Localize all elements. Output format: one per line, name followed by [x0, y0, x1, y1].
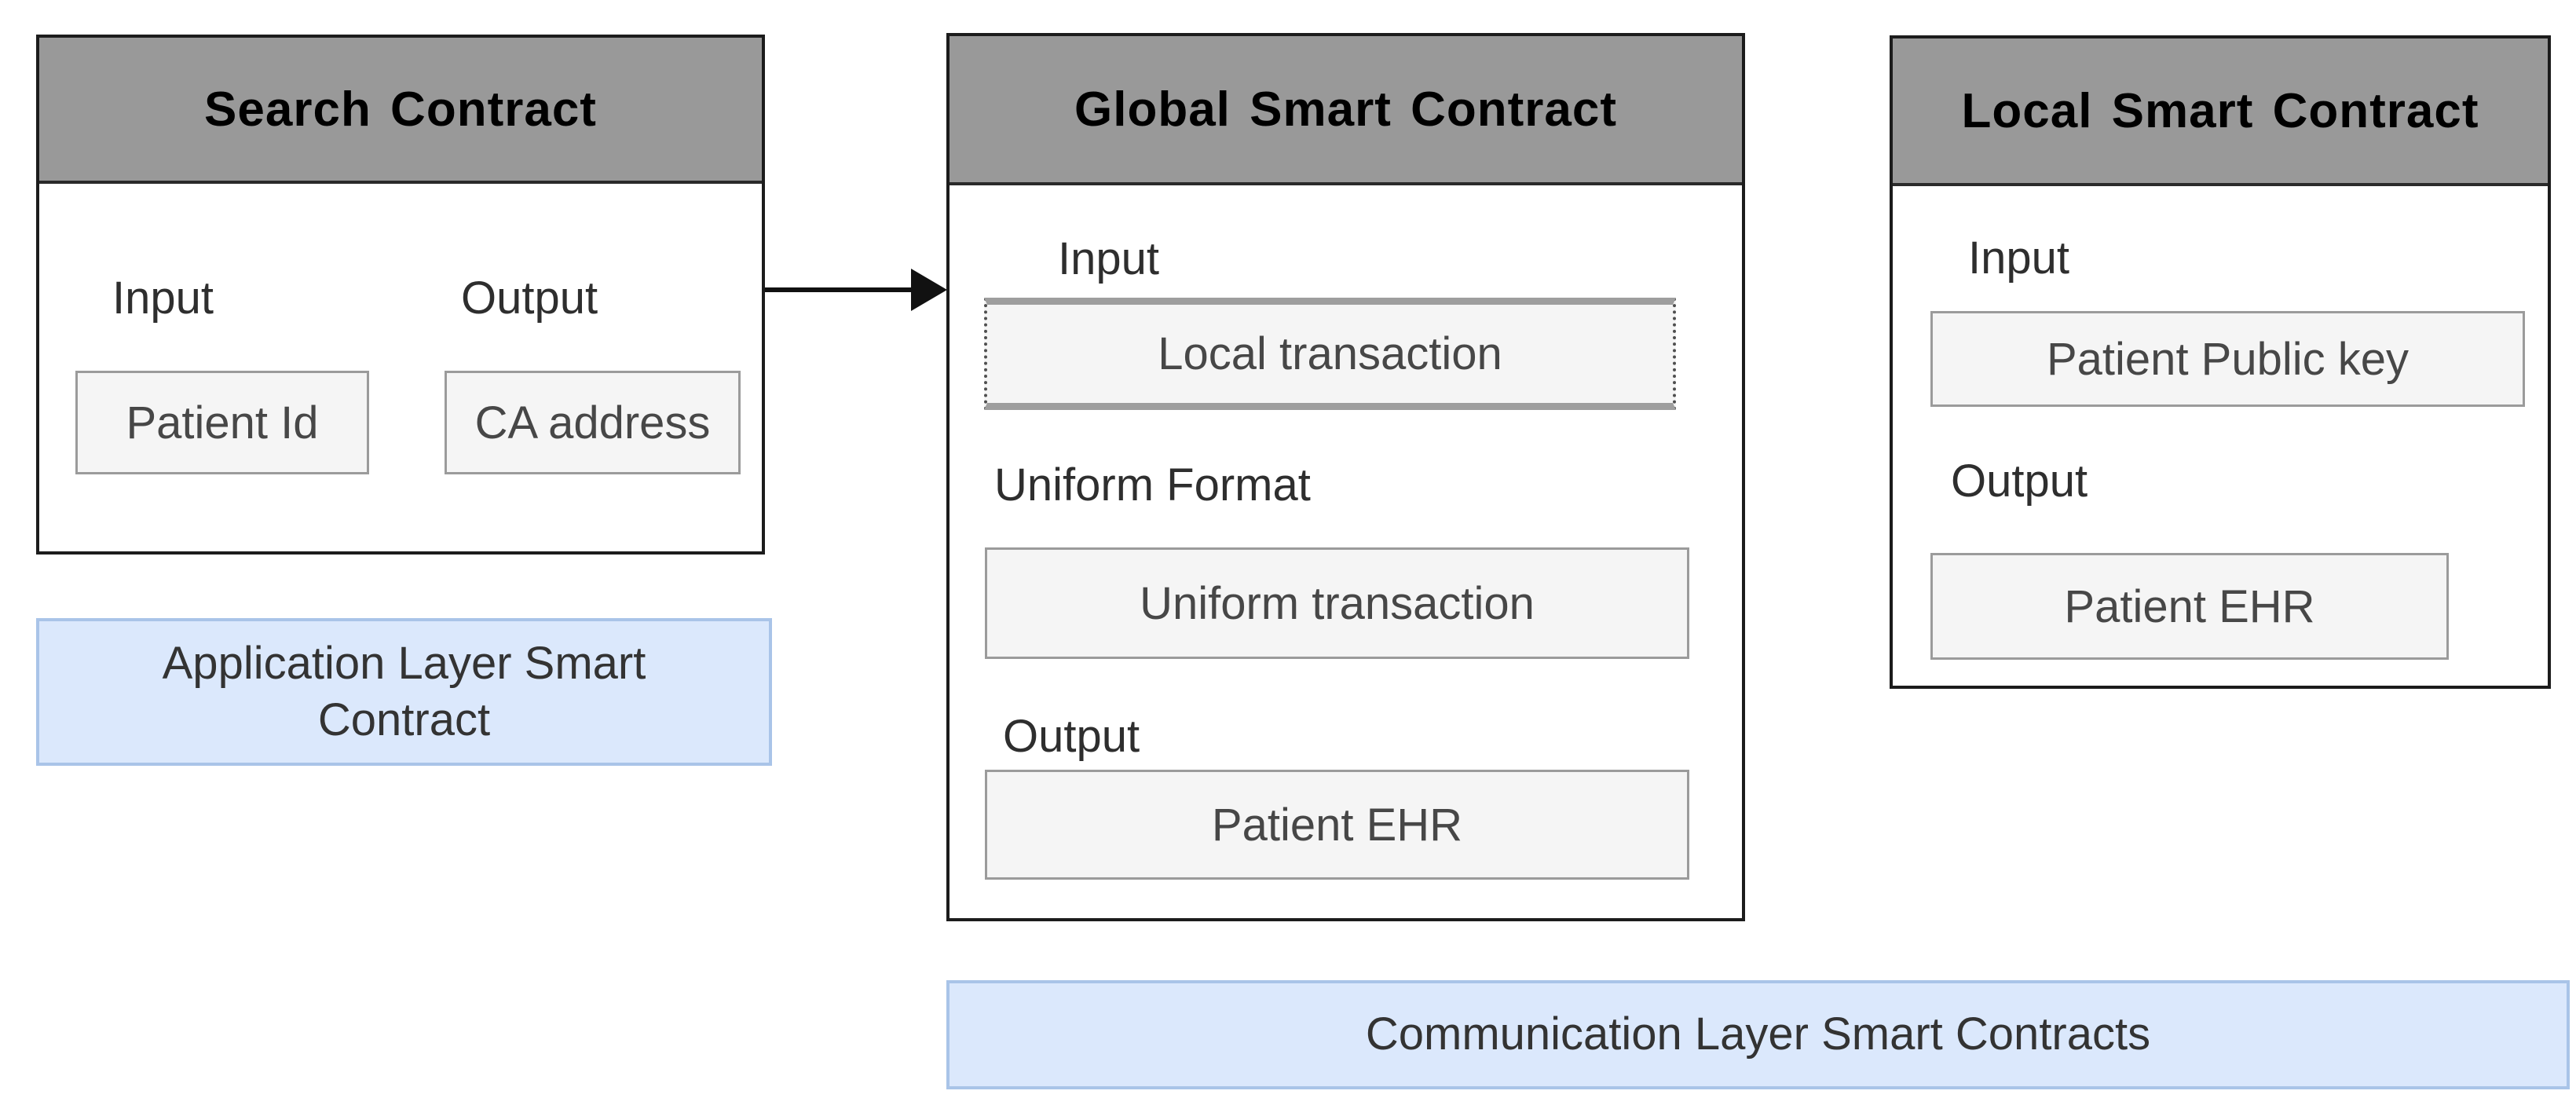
global-input-label: Input: [1058, 233, 1159, 284]
local-smart-contract-box: Local Smart Contract Input Patient Publi…: [1890, 35, 2551, 689]
search-contract-box: Search Contract Input Output Patient Id …: [36, 35, 765, 555]
local-input-label: Input: [1968, 232, 2069, 284]
field-local-transaction: Local transaction: [984, 298, 1676, 410]
field-uniform-transaction: Uniform transaction: [985, 547, 1689, 659]
search-to-global-arrow-line: [765, 287, 916, 292]
local-output-label: Output: [1951, 456, 2088, 507]
field-patient-ehr-global: Patient EHR: [985, 770, 1689, 880]
search-to-global-arrowhead-icon: [911, 269, 947, 311]
search-output-label: Output: [461, 273, 598, 324]
field-patient-id: Patient Id: [75, 371, 369, 474]
search-input-label: Input: [112, 273, 214, 324]
global-smart-contract-box: Global Smart Contract Input Local transa…: [946, 33, 1745, 921]
global-smart-contract-header: Global Smart Contract: [950, 36, 1742, 185]
application-layer-label: Application Layer Smart Contract: [36, 618, 772, 766]
communication-layer-label: Communication Layer Smart Contracts: [946, 980, 2570, 1089]
search-contract-header: Search Contract: [39, 38, 762, 184]
global-uniform-format-label: Uniform Format: [994, 459, 1311, 511]
global-output-label: Output: [1003, 711, 1140, 762]
local-smart-contract-header: Local Smart Contract: [1893, 38, 2548, 186]
field-patient-ehr-local: Patient EHR: [1930, 553, 2449, 660]
field-patient-public-key: Patient Public key: [1930, 311, 2525, 407]
search-contract-title: Search Contract: [204, 82, 597, 137]
global-smart-contract-title: Global Smart Contract: [1074, 82, 1617, 137]
local-smart-contract-title: Local Smart Contract: [1961, 83, 2479, 138]
field-ca-address: CA address: [445, 371, 741, 474]
